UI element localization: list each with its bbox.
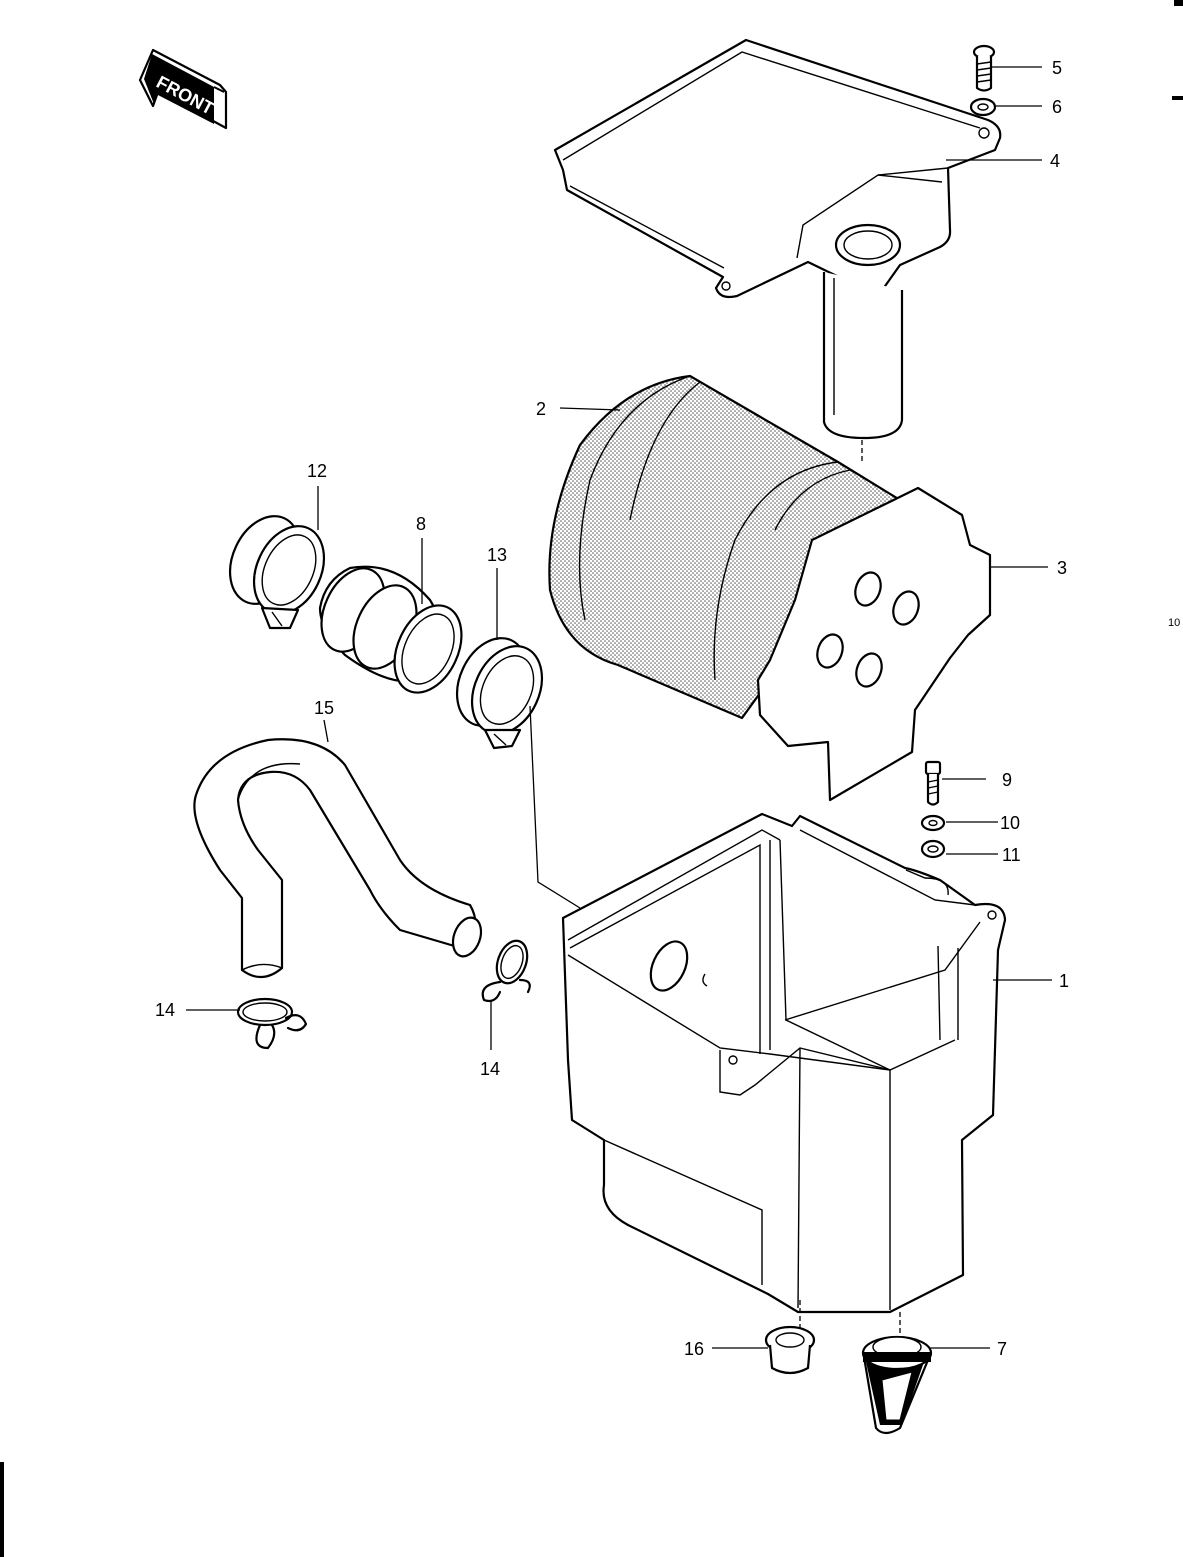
label-part-6: 6 bbox=[1052, 97, 1062, 117]
part-6-washer bbox=[969, 97, 997, 117]
part-12-clamp bbox=[228, 515, 326, 630]
label-part-15: 15 bbox=[314, 698, 334, 718]
part-2-filter-element bbox=[548, 374, 902, 720]
label-part-1: 1 bbox=[1059, 971, 1069, 991]
label-part-7: 7 bbox=[997, 1339, 1007, 1359]
part-1-air-cleaner-case bbox=[561, 812, 1007, 1314]
part-16-plug bbox=[764, 1325, 816, 1375]
part-15-breather-hose bbox=[193, 738, 483, 979]
label-part-14-left: 14 bbox=[155, 1000, 175, 1020]
label-part-14-right: 14 bbox=[480, 1059, 500, 1079]
label-part-9: 9 bbox=[1002, 770, 1012, 790]
label-part-13: 13 bbox=[487, 545, 507, 565]
edge-mark-bottom bbox=[0, 1462, 4, 1557]
part-4-air-cleaner-cover bbox=[553, 38, 1002, 440]
leader-lines bbox=[186, 66, 1052, 1349]
label-part-11: 11 bbox=[1002, 845, 1021, 865]
part-14-hose-clip-left bbox=[236, 997, 308, 1050]
label-part-3: 3 bbox=[1057, 558, 1067, 578]
label-part-2: 2 bbox=[536, 399, 546, 419]
label-part-12: 12 bbox=[307, 461, 327, 481]
part-3-filter-plate bbox=[756, 486, 992, 802]
part-5-screw bbox=[972, 44, 996, 92]
label-part-5: 5 bbox=[1052, 58, 1062, 78]
label-part-16: 16 bbox=[684, 1339, 704, 1359]
page-marker: 10 bbox=[1168, 617, 1180, 629]
edge-mark-mid bbox=[1172, 96, 1183, 100]
part-9-bolt bbox=[924, 760, 942, 806]
label-part-4: 4 bbox=[1050, 151, 1060, 171]
part-labels: 5 6 4 2 12 8 13 3 15 9 10 11 1 14 14 16 … bbox=[155, 58, 1069, 1359]
part-11-washer bbox=[920, 839, 946, 859]
part-13-clamp bbox=[455, 637, 544, 750]
front-direction-badge: FRONT bbox=[138, 48, 228, 130]
part-14-hose-clip-right bbox=[481, 939, 531, 1003]
part-8-rubber-joint bbox=[318, 565, 463, 694]
label-part-8: 8 bbox=[416, 514, 426, 534]
label-part-10: 10 bbox=[1000, 813, 1020, 833]
edge-mark-top bbox=[1174, 0, 1183, 6]
part-10-washer bbox=[920, 814, 946, 832]
part-7-drain-cap bbox=[861, 1335, 933, 1435]
